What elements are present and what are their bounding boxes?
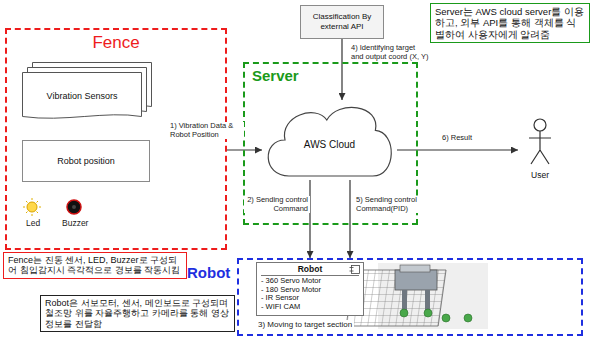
step-label: 3) Moving to target section xyxy=(256,320,354,329)
list-item: - 360 Servo Motor xyxy=(261,277,359,286)
component-box: Robot- 360 Servo Motor- 180 Servo Motor-… xyxy=(256,262,364,316)
node-text: Robot xyxy=(261,264,359,276)
arrow-connector xyxy=(341,39,342,100)
note-box: Robot은 서보모터, 센서, 메인보드로 구성되며 철조망 위를 자율주행하… xyxy=(40,295,235,332)
process-box: Robot position xyxy=(22,140,150,182)
list-item: - 180 Servo Motor xyxy=(261,286,359,295)
part-label: Led xyxy=(24,219,42,229)
buzzer-icon xyxy=(67,200,81,214)
component-icon xyxy=(349,265,360,274)
cloud-shape: AWS Cloud xyxy=(262,100,397,180)
node-text: Robot은 서보모터, 센서, 메인보드로 구성되며 철조망 위를 자율주행하… xyxy=(45,298,230,329)
arrow-connector xyxy=(349,180,350,258)
node-text: Fence xyxy=(7,30,225,53)
node-text: AWS Cloud xyxy=(304,131,355,150)
led-icon xyxy=(23,198,41,216)
node-text: Server는 AWS cloud server를 이용하고, 외부 API를 … xyxy=(435,6,585,40)
process-box: Classification By external API xyxy=(300,5,384,39)
sensor-stack: Vibration Sensors xyxy=(22,62,152,120)
node-text: Vibration Sensors xyxy=(47,81,128,101)
note-box: Fence는 진동 센서, LED, Buzzer로 구성되어 침입감지시 즉각… xyxy=(3,252,187,279)
edge-label: 2) Sending control Command xyxy=(244,196,310,213)
edge-label: 4) Identifying target and output coord (… xyxy=(349,44,431,61)
list-item: - IR Sensor xyxy=(261,294,359,303)
node-text: Robot position xyxy=(57,156,115,166)
node-text: User xyxy=(531,170,549,180)
node-text: Server xyxy=(245,64,416,87)
robot-image xyxy=(346,263,488,329)
edge-label: 1) Vibration Data & Robot Position xyxy=(168,122,244,139)
arrow-connector xyxy=(397,149,518,150)
arrow-connector xyxy=(309,180,310,258)
note-box: Server는 AWS cloud server를 이용하고, 외부 API를 … xyxy=(430,3,590,43)
list-item: - WIFI CAM xyxy=(261,303,359,312)
part-label: Buzzer xyxy=(60,219,90,229)
node-text: Fence는 진동 센서, LED, Buzzer로 구성되어 침입감지시 즉각… xyxy=(8,255,182,276)
user-figure: User xyxy=(518,118,562,180)
edge-label: 5) Sending control Command(PID) xyxy=(354,196,420,213)
node-text: Classification By external API xyxy=(306,12,378,31)
edge-label: 6) Result xyxy=(440,134,474,143)
